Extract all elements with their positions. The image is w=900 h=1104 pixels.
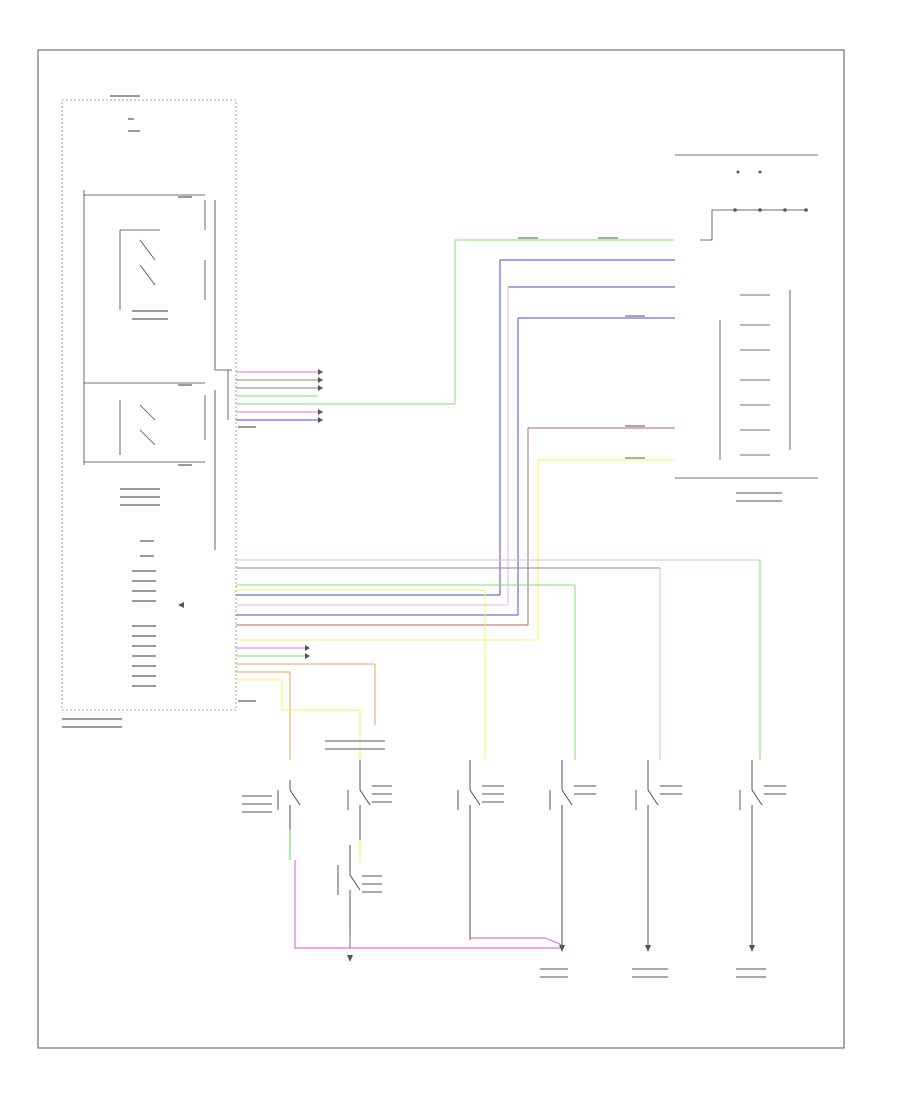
ground-icon-2	[559, 945, 565, 952]
ground-symbols	[347, 945, 755, 962]
lower-connector-wires	[236, 559, 761, 760]
lower-connector-arrows	[178, 602, 310, 659]
ground-icon-4	[749, 945, 755, 952]
module-tick-marks	[62, 95, 256, 728]
switch-row	[277, 760, 763, 945]
switch-4	[549, 760, 573, 945]
switch-7	[337, 845, 361, 935]
ground-icon-3	[645, 945, 651, 952]
module-dashed-box	[61, 99, 237, 711]
switch-6	[739, 760, 763, 945]
right-block-dots	[733, 170, 808, 212]
upper-connector-wires	[236, 371, 455, 421]
internal-switches	[83, 190, 232, 550]
ground-icon-1	[347, 955, 353, 962]
switch-1	[277, 780, 301, 830]
switch-label-marks	[242, 237, 786, 978]
ground-wires	[289, 830, 563, 949]
switch-3	[457, 760, 481, 940]
top-right-wires	[454, 239, 675, 640]
switch-5	[635, 760, 659, 945]
upper-connector-arrows	[318, 369, 323, 423]
switch-2	[347, 760, 371, 840]
right-switch-block	[675, 154, 818, 479]
diagram-border	[37, 49, 845, 1049]
